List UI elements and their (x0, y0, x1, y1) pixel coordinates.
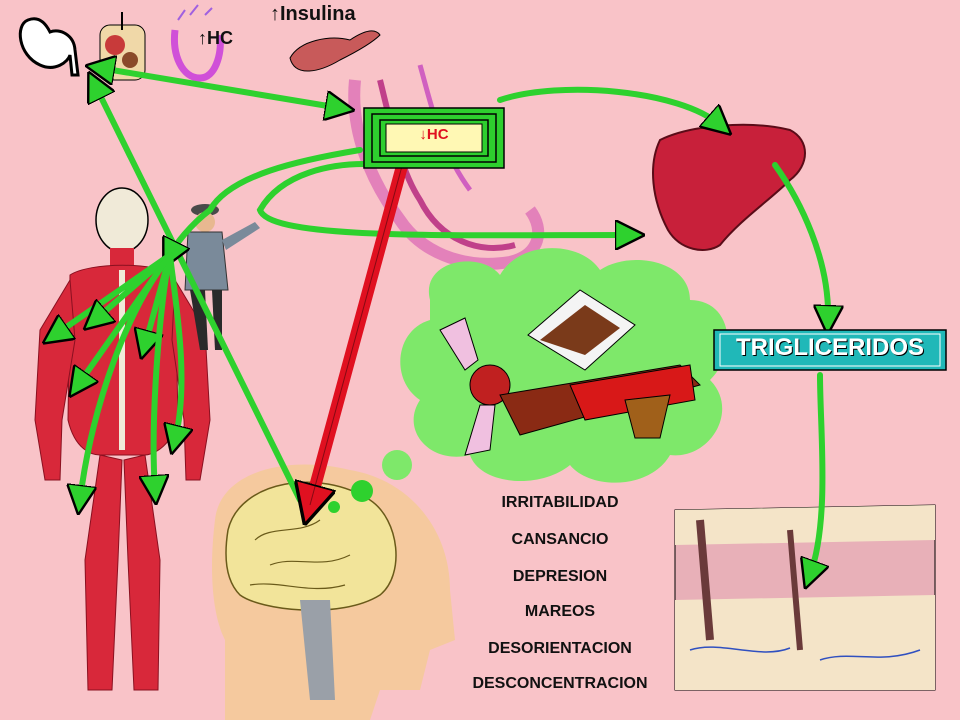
arrow-brain-stomach (95, 85, 303, 503)
symptom-desconcentracion: DESCONCENTRACION (472, 675, 648, 692)
chocolate-bar-icon (499, 364, 701, 436)
skin-cross-section-icon (674, 504, 936, 691)
chocolate-box-icon (527, 289, 636, 371)
arrow-trigliceridos-skin (810, 372, 823, 575)
symptom-mareos: MAREOS (524, 603, 596, 620)
arrow-hc-to-liver-lower (256, 161, 630, 235)
liver-icon (652, 123, 806, 251)
symptom-cansancio: CANSANCIO (511, 531, 609, 548)
arrow-body-7 (170, 252, 181, 440)
symptom-desorientacion: DESORIENTACION (488, 640, 632, 657)
arrow-body-6 (80, 252, 173, 500)
arrow-body-5 (154, 252, 173, 490)
hc-up-label: ↑HC (198, 28, 233, 48)
pancreas-icon (289, 30, 381, 72)
arrow-stomach-hc (100, 68, 340, 108)
green-dot (351, 480, 373, 502)
red-arrow-hc-brain (310, 153, 411, 505)
arrow-body-2 (95, 252, 173, 320)
brain-icon (225, 481, 397, 700)
trigliceridos-box (713, 329, 947, 371)
arrow-liver-trigliceridos (772, 162, 828, 320)
green-dot (328, 501, 340, 513)
symptom-depresion: DEPRESION (512, 568, 608, 585)
arrow-hc-liver (497, 86, 720, 125)
arrow-hc-to-body (170, 147, 363, 255)
stomach-icon (18, 17, 80, 77)
trigliceridos-label: TRIGLICERIDOS (735, 334, 924, 361)
insulina-label: ↑Insulina (270, 3, 356, 25)
hc-down-box (363, 107, 505, 169)
chocolate-cup-icon (624, 394, 671, 439)
hc-down-label: ↓HC (419, 126, 449, 143)
green-arrows (55, 68, 828, 575)
symptom-irritabilidad: IRRITABILIDAD (501, 494, 619, 511)
